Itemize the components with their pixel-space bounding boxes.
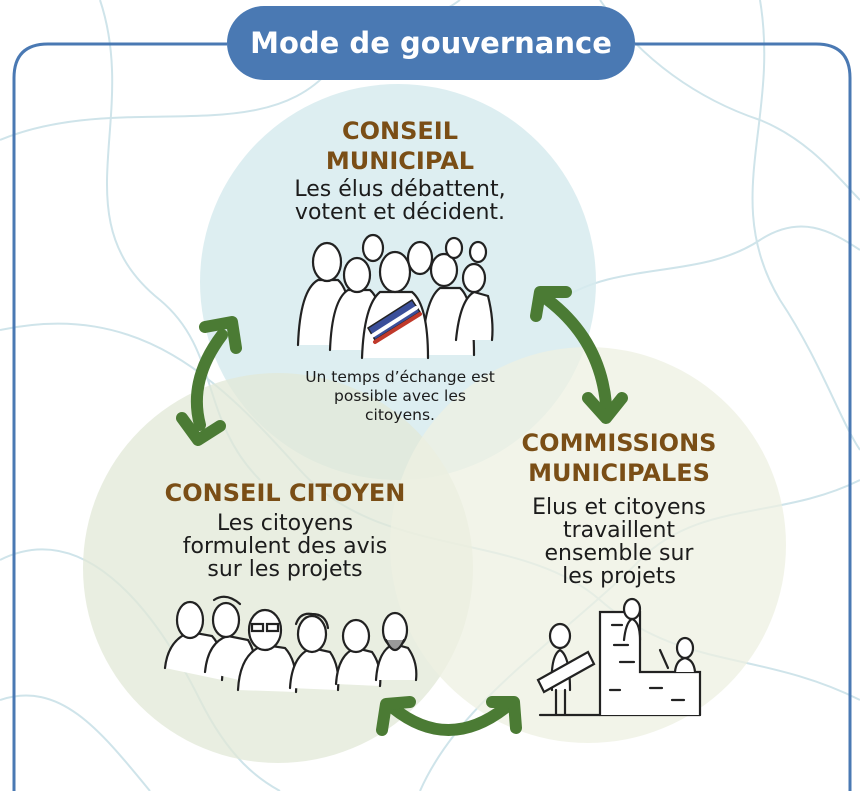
conseil-municipal-heading-line2: MUNICIPAL <box>325 147 475 175</box>
conseil-citoyen-text-line3: sur les projets <box>207 557 363 582</box>
note-line2: possible avec les <box>334 387 466 405</box>
arrow-citoyen-municipal <box>190 329 228 431</box>
conseil-municipal-text-line2: votent et décident. <box>294 200 506 225</box>
conseil-citoyen-heading: CONSEIL CITOYEN <box>140 478 430 508</box>
conseil-citoyen-text: Les citoyens formulent des avis sur les … <box>150 512 420 581</box>
commissions-text-line2: travaillent <box>562 518 676 543</box>
commissions-text: Elus et citoyens travaillent ensemble su… <box>494 496 744 588</box>
conseil-municipal-heading-line1: CONSEIL <box>341 117 458 145</box>
conseil-citoyen-text-line1: Les citoyens <box>216 511 354 536</box>
arrow-municipal-commissions <box>542 294 612 410</box>
commissions-text-line1: Elus et citoyens <box>532 495 706 520</box>
note-line3: citoyens. <box>365 406 435 424</box>
note-line1: Un temps d’échange est <box>305 368 495 386</box>
crowd-of-elected-officials-icon <box>296 233 494 360</box>
conseil-municipal-heading: CONSEIL MUNICIPAL <box>280 116 520 176</box>
conseil-municipal-note: Un temps d’échange est possible avec les… <box>255 368 545 425</box>
builders-working-icon <box>536 597 702 717</box>
page-title-text: Mode de gouvernance <box>250 26 612 60</box>
conseil-municipal-text-line1: Les élus débattent, <box>294 177 506 202</box>
conseil-citoyen-heading-text: CONSEIL CITOYEN <box>164 479 406 507</box>
conseil-citoyen-text-line2: formulent des avis <box>182 534 388 559</box>
double-arrow-icon <box>176 286 628 736</box>
commissions-heading-line2: MUNICIPALES <box>528 459 710 487</box>
conseil-municipal-text: Les élus débattent, votent et décident. <box>250 178 550 224</box>
commissions-heading: COMMISSIONS MUNICIPALES <box>494 428 744 488</box>
arrow-citoyen-commissions <box>387 702 511 736</box>
page-title: Mode de gouvernance <box>227 6 635 80</box>
commissions-text-line3: ensemble sur <box>544 541 694 566</box>
commissions-text-line4: les projets <box>562 564 676 589</box>
citizens-group-icon <box>163 595 418 694</box>
frame-border <box>12 42 852 791</box>
commissions-heading-line1: COMMISSIONS <box>521 429 717 457</box>
